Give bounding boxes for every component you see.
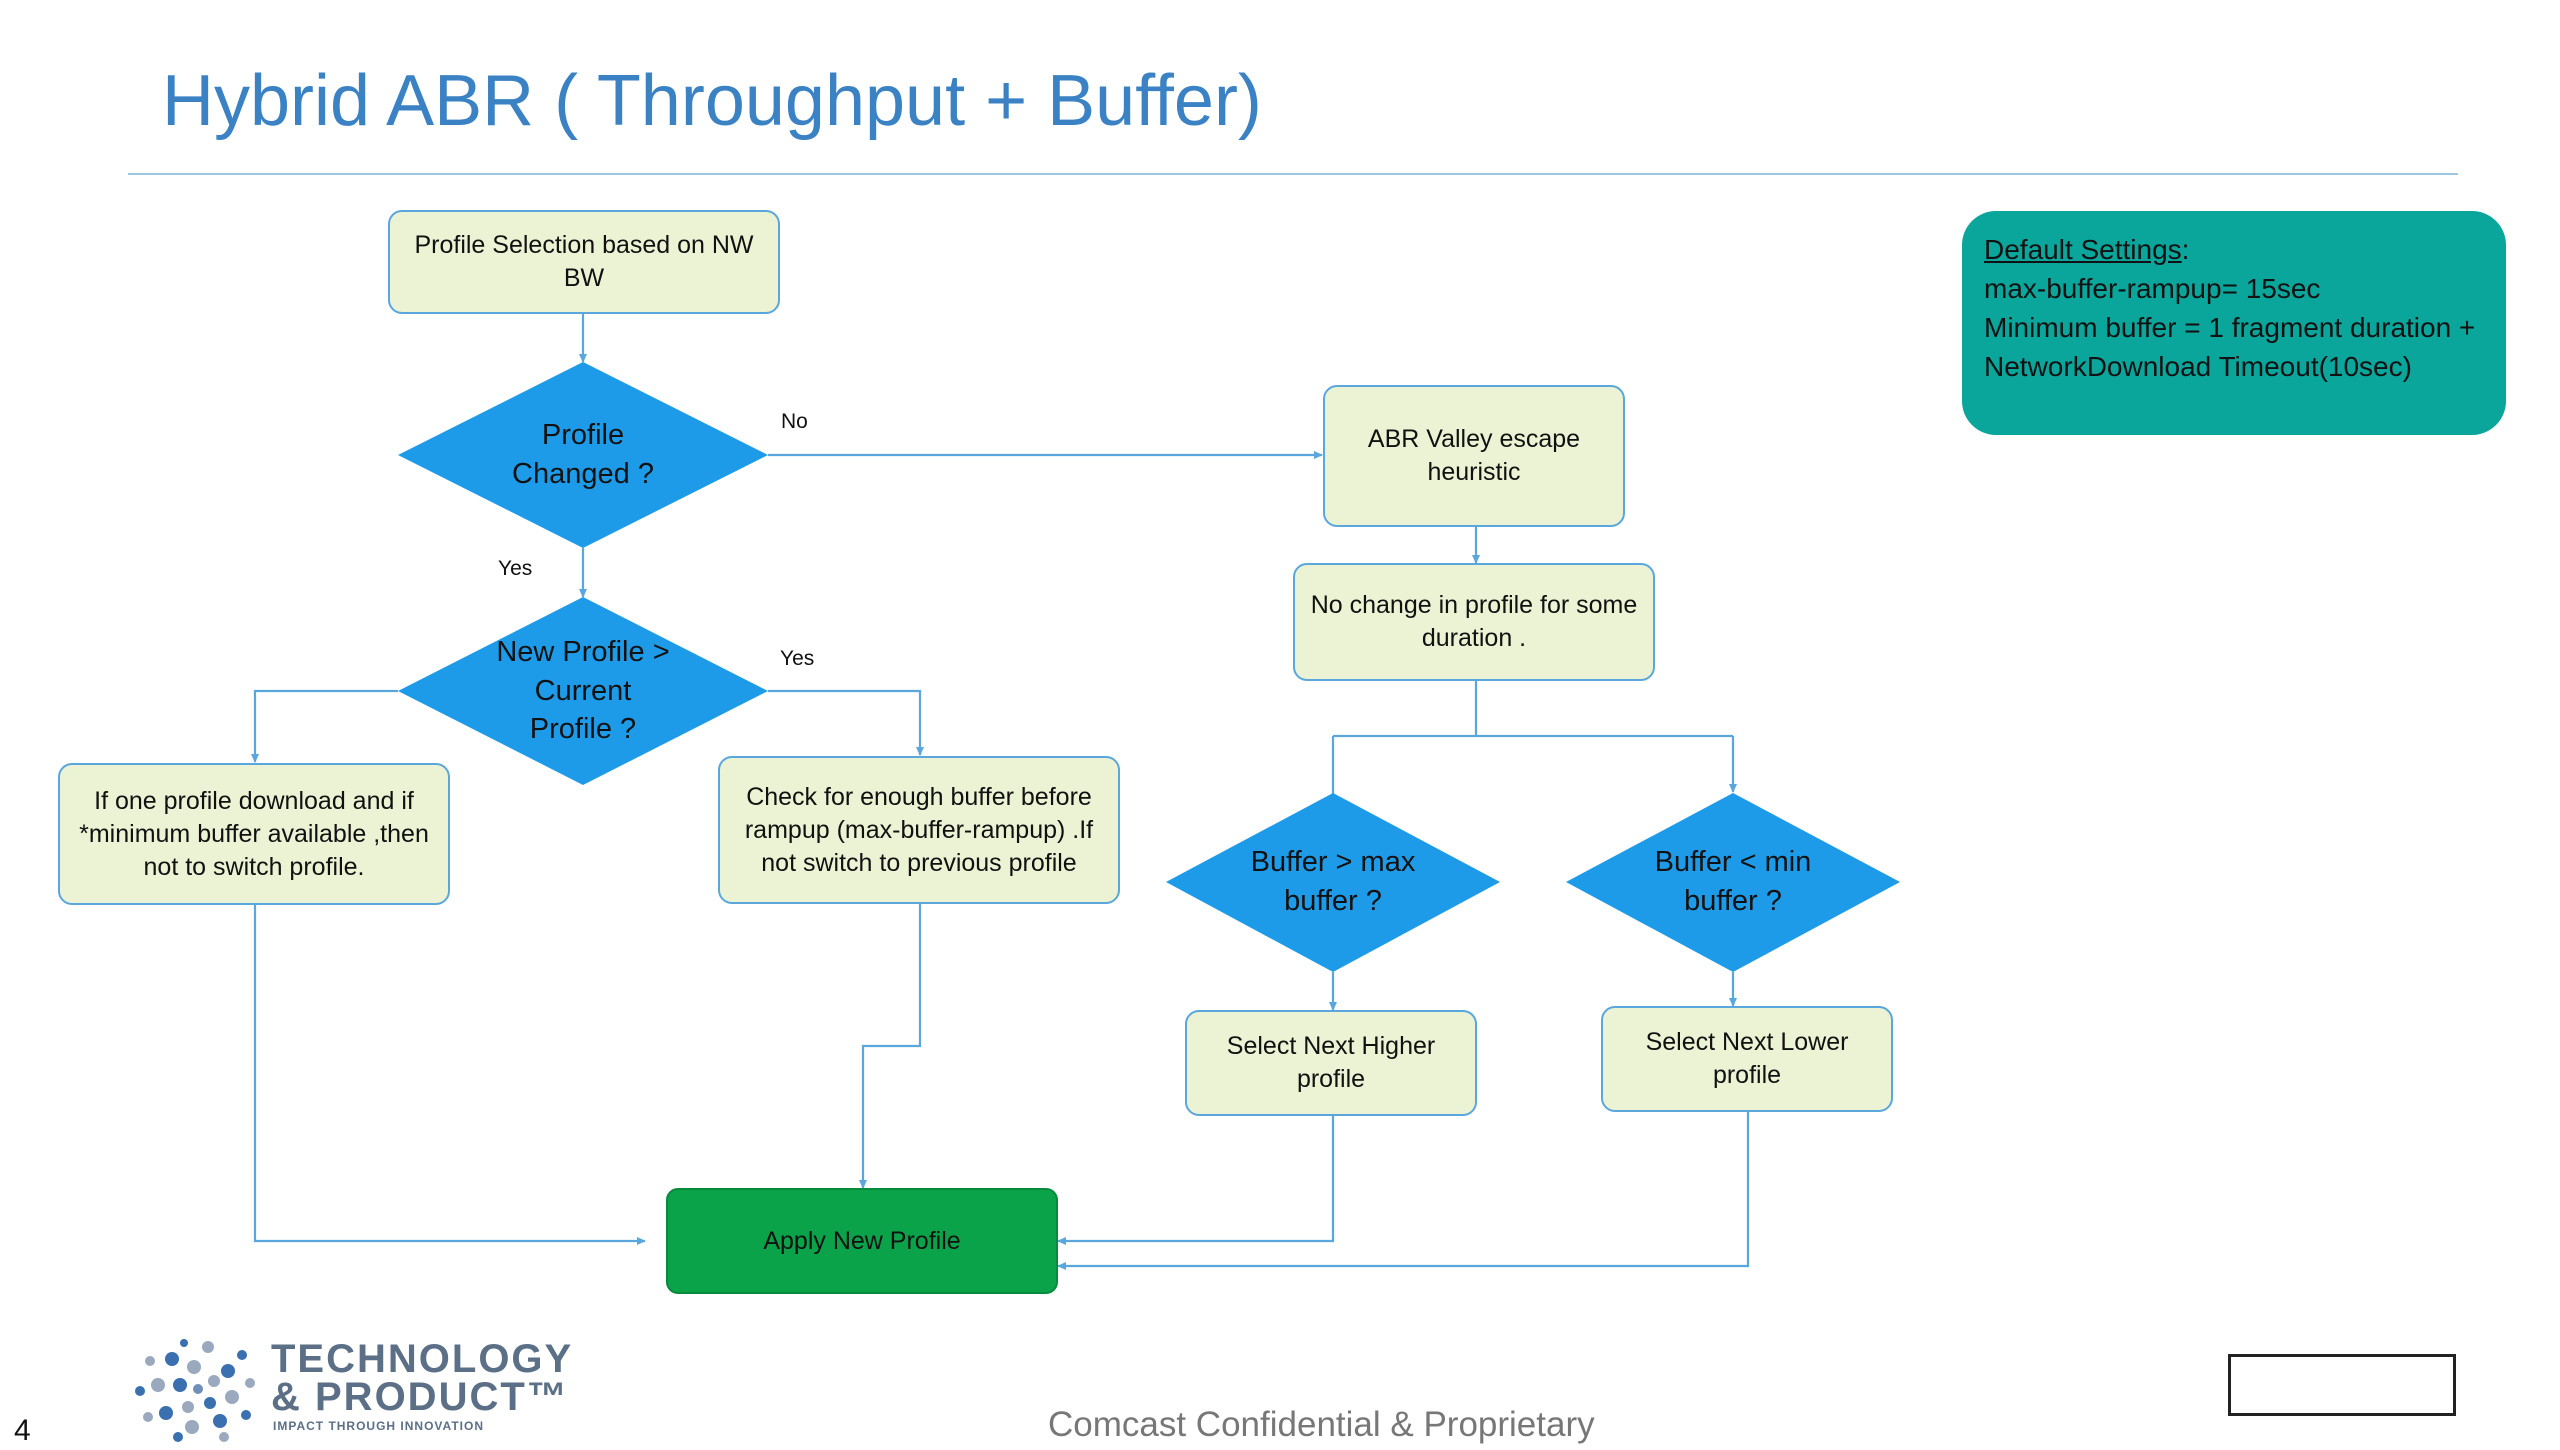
decision-new-profile <box>398 597 768 785</box>
step-select-higher-label: Select Next Higher profile <box>1226 1032 1436 1093</box>
decision-buffer-lt-label: Buffer < min buffer ? <box>1654 846 1812 917</box>
title-divider <box>128 173 2458 175</box>
step-select-higher: Select Next Higher profile <box>1185 1010 1477 1116</box>
default-settings-colon: : <box>2181 234 2190 265</box>
step-abr-valley: ABR Valley escape heuristic <box>1323 385 1625 527</box>
step-abr-valley-label: ABR Valley escape heuristic <box>1367 425 1581 486</box>
step-no-change-label: No change in profile for some duration . <box>1310 591 1638 652</box>
branch-label-no: No <box>781 410 808 433</box>
branch-label-yes-new-profile: Yes <box>780 647 815 670</box>
step-profile-selection: Profile Selection based on NW BW <box>388 210 780 314</box>
step-if-one-profile-label: If one profile download and if *minimum … <box>79 786 429 881</box>
step-if-one-profile: If one profile download and if *minimum … <box>58 763 450 905</box>
footer-confidential: Comcast Confidential & Proprietary <box>1048 1405 1595 1444</box>
slide-number: 4 <box>14 1414 31 1447</box>
connector-higher-to-apply <box>1057 1115 1335 1245</box>
step-apply-new-profile-label: Apply New Profile <box>763 1226 961 1255</box>
decision-buffer-gt <box>1166 793 1500 972</box>
connector-if-one-to-apply <box>253 903 646 1245</box>
step-profile-selection-label: Profile Selection based on NW BW <box>414 231 754 292</box>
decision-profile-changed-label: Profile Changed ? <box>512 419 654 490</box>
step-apply-new-profile: Apply New Profile <box>666 1188 1058 1294</box>
empty-outline-box <box>2228 1354 2456 1416</box>
default-settings-panel: Default Settings: max-buffer-rampup= 15s… <box>1962 211 2506 435</box>
default-settings-heading: Default Settings <box>1984 234 2182 265</box>
decision-new-profile-label: New Profile > Current Profile ? <box>496 636 670 746</box>
decision-buffer-gt-label: Buffer > max buffer ? <box>1250 846 1416 917</box>
connector-check-to-apply <box>859 903 922 1189</box>
step-no-change: No change in profile for some duration . <box>1293 563 1655 681</box>
technology-product-logo: TECHNOLOGY & PRODUCT™ IMPACT THROUGH INN… <box>128 1333 571 1445</box>
default-settings-line2: Minimum buffer = 1 fragment duration + N… <box>1984 311 2476 382</box>
logo-swirl-icon <box>135 1339 255 1442</box>
step-select-lower-label: Select Next Lower profile <box>1645 1028 1849 1089</box>
step-check-buffer-label: Check for enough buffer before rampup (m… <box>744 782 1094 877</box>
slide-title: Hybrid ABR ( Throughput + Buffer) <box>162 61 1262 141</box>
default-settings-line1: max-buffer-rampup= 15sec <box>1984 272 2321 304</box>
step-check-buffer: Check for enough buffer before rampup (m… <box>718 756 1120 904</box>
logo-line1: TECHNOLOGY <box>271 1337 574 1381</box>
step-select-lower: Select Next Lower profile <box>1601 1006 1893 1112</box>
connector-to-if-one-profile <box>251 689 398 763</box>
connector-lower-to-apply <box>1057 1110 1750 1270</box>
decision-profile-changed <box>398 362 768 548</box>
connector-yes-to-check-buffer <box>768 689 924 756</box>
logo-line2: & PRODUCT™ <box>271 1375 569 1419</box>
branch-label-yes-changed: Yes <box>498 557 533 580</box>
decision-buffer-lt <box>1566 793 1900 972</box>
logo-tagline: IMPACT THROUGH INNOVATION <box>273 1419 484 1433</box>
